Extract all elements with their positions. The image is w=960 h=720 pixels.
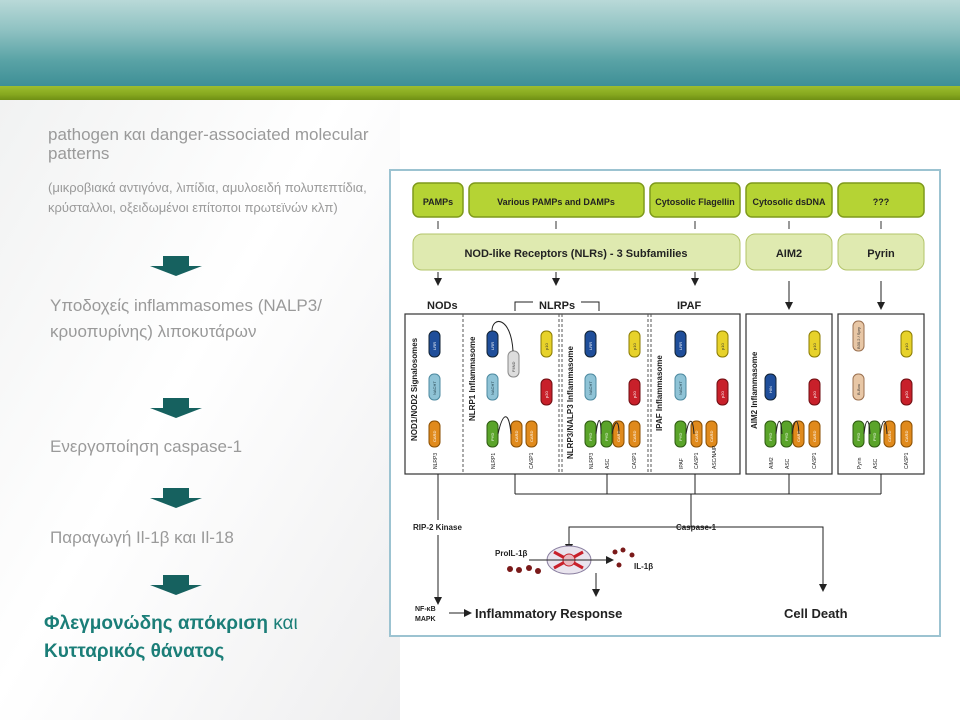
svg-text:PYD: PYD: [768, 433, 773, 441]
svg-text:PYD: PYD: [678, 433, 683, 441]
cell-death-text: Κυτταρικός θάνατος: [44, 641, 225, 662]
svg-text:NLRP3: NLRP3: [589, 453, 595, 469]
dsdna-box: Cytosolic dsDNA: [752, 197, 826, 207]
nlrp1-inflammasome-title: NLRP1 Inflammasome: [468, 336, 477, 421]
cell-death-label: Cell Death: [784, 606, 848, 621]
il1b-label: IL-1β: [634, 562, 653, 571]
svg-text:B-Box: B-Box: [856, 384, 861, 395]
svg-text:NACHT: NACHT: [432, 381, 437, 395]
unknown-stimulus-box: ???: [873, 197, 890, 207]
svg-text:p10: p10: [720, 343, 725, 350]
rip2-kinase-label: RIP-2 Kinase: [413, 523, 462, 532]
caspase-activation-item: Ενεργοποίηση caspase-1: [50, 437, 243, 456]
svg-text:CARD: CARD: [529, 431, 534, 442]
domain-pills: [428, 320, 913, 448]
svg-text:PYD: PYD: [588, 433, 593, 441]
svg-text:CARD: CARD: [904, 431, 909, 442]
pyrin-box: Pyrin: [867, 248, 895, 260]
svg-text:CARD: CARD: [432, 431, 437, 442]
svg-text:PYD: PYD: [604, 433, 609, 441]
svg-text:Pyrin: Pyrin: [857, 457, 863, 469]
svg-text:CARD: CARD: [694, 431, 699, 442]
svg-text:p10: p10: [904, 343, 909, 350]
svg-text:IPAF: IPAF: [679, 458, 685, 469]
svg-text:CARD: CARD: [514, 431, 519, 442]
pamps-item: pathogen και danger-associated molecular…: [48, 125, 369, 163]
svg-text:ASC: ASC: [605, 458, 611, 469]
svg-text:p20: p20: [904, 391, 909, 398]
svg-text:p20: p20: [720, 391, 725, 398]
svg-text:LRR: LRR: [678, 342, 683, 350]
svg-text:ASC/NAIP: ASC/NAIP: [712, 445, 718, 469]
pamps-box: PAMPs: [423, 197, 453, 207]
svg-text:CARD: CARD: [616, 431, 621, 442]
svg-text:LRR: LRR: [490, 342, 495, 350]
svg-text:p20: p20: [544, 391, 549, 398]
svg-text:CASP1: CASP1: [632, 452, 638, 469]
svg-text:CASP1: CASP1: [529, 452, 535, 469]
svg-text:PYD: PYD: [856, 433, 861, 441]
svg-text:CASP1: CASP1: [904, 452, 910, 469]
svg-text:NACHT: NACHT: [588, 381, 593, 395]
top-stimulus-boxes: PAMPs Various PAMPs and DAMPs Cytosolic …: [412, 182, 925, 218]
svg-text:CARD: CARD: [812, 431, 817, 442]
svg-text:NLRP1: NLRP1: [491, 453, 497, 469]
header-accent-line: [0, 86, 960, 100]
svg-text:p10: p10: [632, 343, 637, 350]
svg-text:CARD: CARD: [796, 431, 801, 442]
svg-text:B30.2 / Spry: B30.2 / Spry: [856, 327, 861, 349]
svg-text:LRR: LRR: [432, 342, 437, 350]
inflammasome-diagram: PAMPs Various PAMPs and DAMPs Cytosolic …: [389, 169, 941, 637]
receptors-item: Υποδοχείς inflammasomes (NALP3/κρυοπυρίν…: [50, 296, 322, 341]
caspase-1-label: Caspase-1: [676, 523, 717, 532]
svg-text:p10: p10: [812, 343, 817, 350]
svg-text:NACHT: NACHT: [490, 381, 495, 395]
svg-text:CASP1: CASP1: [694, 452, 700, 469]
il1b-processing-graphic: [507, 545, 635, 575]
pamps-examples-note: (μικροβιακά αντιγόνα, λιπίδια, αμυλοειδή…: [48, 180, 367, 215]
nlrps-label: NLRPs: [539, 300, 575, 312]
and-text: και: [267, 613, 298, 634]
svg-text:PYD: PYD: [784, 433, 789, 441]
svg-text:ASC: ASC: [873, 458, 879, 469]
aim2-inflammasome-title: AIM2 Inflammasome: [750, 351, 759, 429]
svg-text:ASC: ASC: [785, 458, 791, 469]
svg-text:HIN: HIN: [768, 386, 773, 393]
svg-text:NLRP3: NLRP3: [433, 453, 439, 469]
svg-text:p20: p20: [812, 391, 817, 398]
nlr-receptors-box: NOD-like Receptors (NLRs) - 3 Subfamilie…: [464, 248, 687, 260]
header-band: [0, 0, 960, 86]
domain-labels: LRR NACHT CARD LRR NACHT PYD FIIND CARD …: [432, 327, 909, 442]
nods-label: NODs: [427, 300, 458, 312]
aim2-box: AIM2: [776, 248, 802, 260]
svg-text:p10: p10: [544, 343, 549, 350]
ipaf-label: IPAF: [677, 300, 702, 312]
nlrp3-inflammasome-title: NLRP3/NALP3 Inflammasome: [566, 346, 575, 459]
nfkb-label: NF-κB: [415, 606, 436, 613]
pamps-damps-box: Various PAMPs and DAMPs: [497, 197, 615, 207]
inflammatory-response-label: Inflammatory Response: [475, 606, 622, 621]
svg-text:CARD: CARD: [887, 431, 892, 442]
mapk-label: MAPK: [415, 616, 436, 623]
svg-text:CARD: CARD: [632, 431, 637, 442]
il-production-item: Παραγωγή Il-1β και Il-18: [50, 528, 234, 547]
svg-text:p20: p20: [632, 391, 637, 398]
svg-text:LRR: LRR: [588, 342, 593, 350]
svg-text:NACHT: NACHT: [678, 381, 683, 395]
svg-text:CARD: CARD: [709, 431, 714, 442]
nod-signalosome-title: NOD1/NOD2 Signalosomes: [410, 337, 419, 441]
inflammatory-response-text: Φλεγμονώδης απόκριση: [44, 613, 268, 634]
pro-il1b-label: ProIL-1β: [495, 549, 528, 558]
svg-text:PYD: PYD: [490, 433, 495, 441]
flagellin-box: Cytosolic Flagellin: [655, 197, 735, 207]
outcome-item: Φλεγμονώδης απόκριση και Κυτταρικός θάνα…: [44, 610, 384, 666]
svg-text:FIIND: FIIND: [511, 361, 516, 372]
svg-text:PYD: PYD: [872, 433, 877, 441]
svg-text:CASP1: CASP1: [812, 452, 818, 469]
ipaf-inflammasome-title: IPAF Inflammasome: [655, 355, 664, 431]
svg-text:AIM2: AIM2: [769, 457, 775, 469]
